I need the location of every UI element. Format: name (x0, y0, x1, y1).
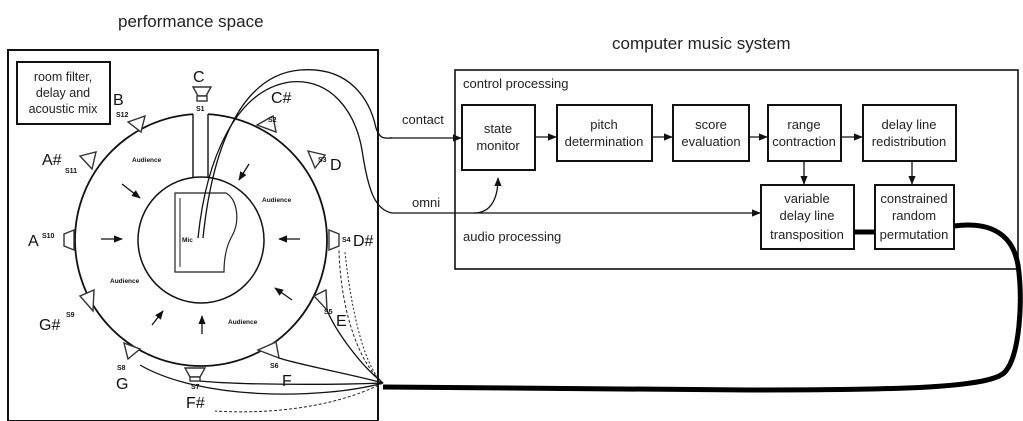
speaker-note-gsharp: G# (39, 317, 60, 334)
speaker-id-s11: S11 (65, 168, 77, 175)
speaker-note-csharp: C# (271, 90, 292, 107)
speaker-a (63, 228, 75, 252)
range-contraction-box (767, 104, 842, 162)
pitch-line-1: pitch (590, 117, 617, 132)
performance-space-frame (7, 49, 379, 421)
range-line-1: range (787, 117, 820, 132)
performance-space-title: performance space (118, 12, 264, 31)
room-filter-box (16, 61, 111, 125)
audience-label-4: Audience (228, 319, 258, 326)
variable-line-1: variable (784, 191, 830, 206)
speaker-note-f: F (282, 373, 292, 390)
speaker-b (126, 114, 146, 134)
speaker-f (256, 341, 280, 360)
state-monitor-box (461, 104, 536, 171)
delay-line-redistribution-box (862, 104, 957, 162)
speaker-id-s10: S10 (42, 233, 55, 240)
speaker-note-e: E (336, 313, 347, 330)
speaker-csharp (255, 114, 277, 134)
piano (174, 192, 238, 273)
speaker-id-s6: S6 (270, 363, 279, 370)
room-filter-line-2: delay and (36, 86, 90, 100)
speaker-fsharp (183, 367, 207, 382)
variable-line-3: transposition (770, 227, 844, 242)
range-line-2: contraction (772, 134, 836, 149)
audience-label-2: Audience (262, 197, 292, 204)
speaker-id-s8: S8 (117, 365, 126, 372)
speaker-note-g: G (116, 376, 128, 393)
speaker-e (312, 288, 328, 312)
speaker-feed-lines (139, 249, 384, 413)
speaker-d (306, 150, 327, 170)
speaker-note-asharp: A# (42, 152, 62, 169)
constrained-line-1: constrained (880, 191, 947, 206)
speaker-note-c: C (193, 69, 205, 86)
contact-label: contact (402, 112, 444, 127)
speaker-id-s2: S2 (268, 117, 277, 124)
audio-signal-path (382, 222, 1023, 393)
omni-label: omni (412, 195, 440, 210)
state-monitor-line-2: monitor (476, 138, 520, 153)
audience-label-1: Audience (132, 157, 162, 164)
state-monitor-line-1: state (484, 121, 512, 136)
speaker-id-s4: S4 (342, 237, 351, 244)
variable-line-2: delay line (780, 208, 835, 223)
speaker-c (191, 86, 213, 102)
room-filter-line-1: room filter, (34, 70, 92, 84)
score-line-2: evaluation (681, 134, 740, 149)
speaker-id-s7: S7 (191, 384, 200, 391)
speaker-note-fsharp: F# (186, 395, 205, 412)
speaker-dsharp (328, 228, 340, 252)
speaker-g (122, 341, 142, 361)
speaker-gsharp (78, 288, 95, 313)
variable-delay-line-box (760, 184, 855, 250)
control-flow-arrows (535, 133, 916, 185)
control-processing-label: control processing (463, 76, 569, 91)
speaker-note-b: B (113, 92, 124, 109)
score-evaluation-box (672, 104, 750, 162)
delay-redist-line-1: delay line (882, 117, 937, 132)
computer-music-system-title: computer music system (612, 34, 791, 53)
speaker-note-dsharp: D# (353, 233, 374, 250)
speaker-asharp (78, 151, 97, 171)
mic-label: Mic (182, 237, 193, 244)
mic-wires (197, 69, 393, 239)
score-line-1: score (695, 117, 727, 132)
speaker-note-a: A (28, 233, 39, 250)
constrained-random-permutation-box (874, 184, 955, 250)
pitch-line-2: determination (565, 134, 644, 149)
room-filter-line-3: acoustic mix (29, 102, 99, 116)
system-frame (454, 69, 1019, 270)
delay-redist-line-2: redistribution (872, 134, 946, 149)
speaker-id-s3: S3 (318, 157, 327, 164)
speaker-note-d: D (330, 157, 342, 174)
speaker-id-s9: S9 (66, 312, 75, 319)
speaker-id-s1: S1 (196, 106, 205, 113)
audio-processing-label: audio processing (463, 229, 561, 244)
inward-arrows (101, 163, 300, 334)
constrained-line-3: permutation (880, 227, 949, 242)
omni-arrow-to-monitor (392, 177, 502, 214)
audience-ring (74, 110, 328, 367)
audience-label-3: Audience (110, 278, 140, 285)
pitch-determination-box (556, 104, 653, 162)
speaker-id-s12: S12 (116, 112, 129, 119)
constrained-line-2: random (892, 208, 936, 223)
